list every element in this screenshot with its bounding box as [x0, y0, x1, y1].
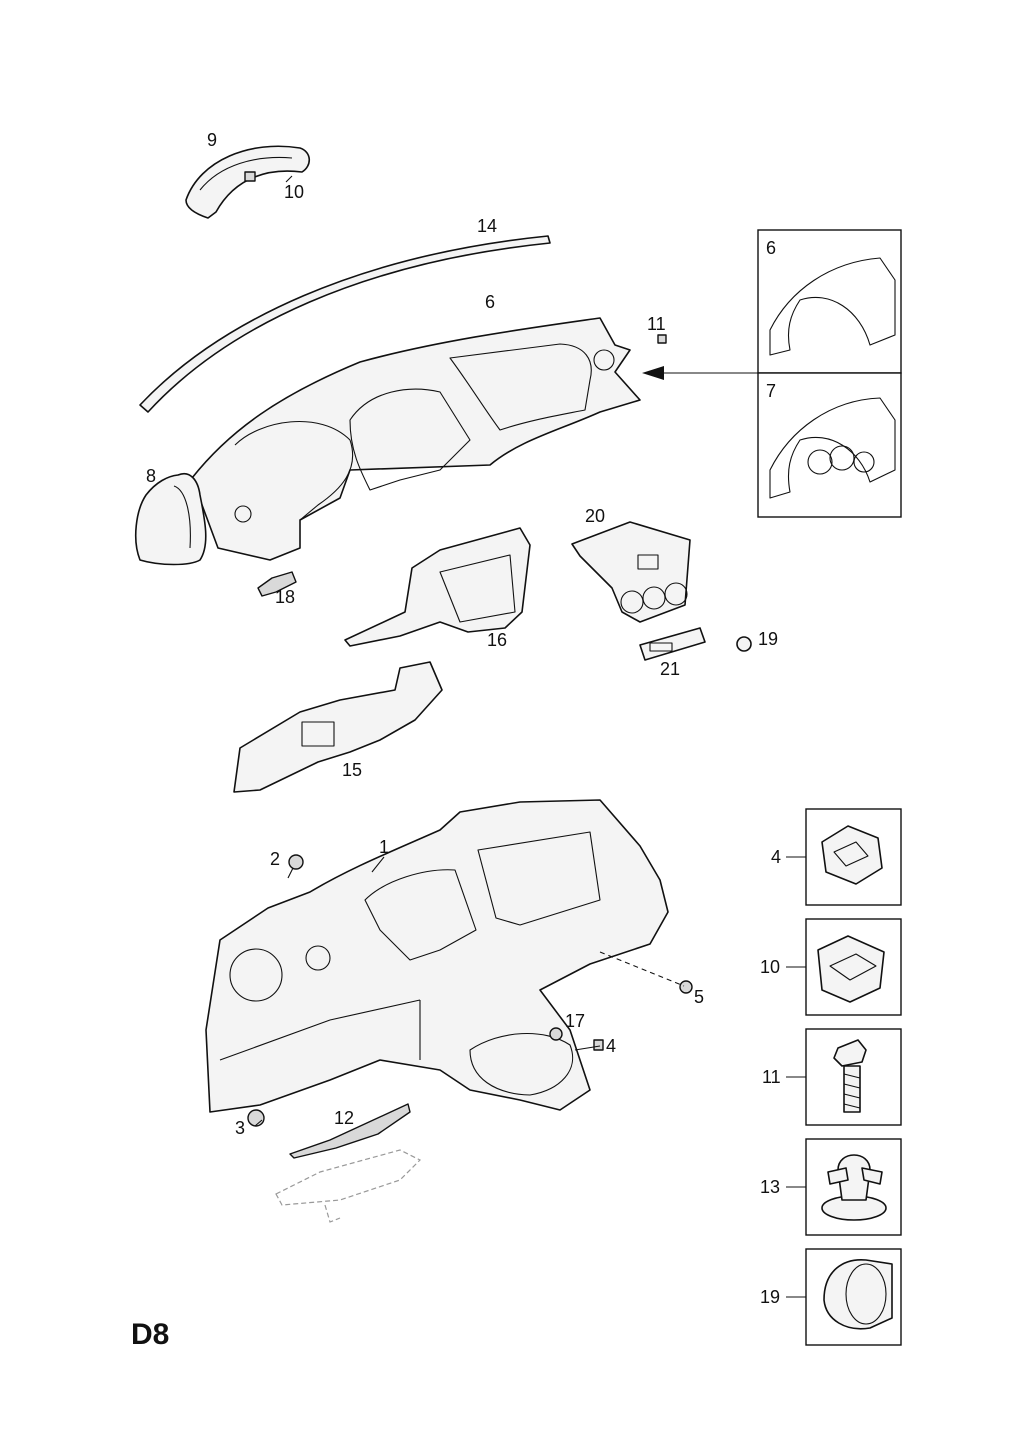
- part-11-bolt-small: [657, 334, 667, 344]
- callout-5: 5: [694, 987, 704, 1007]
- part-2-bolt: [287, 854, 304, 879]
- detail-arrow: [642, 366, 758, 380]
- leader-lines: [254, 175, 806, 1298]
- part-14-defroster-strip: [139, 235, 551, 413]
- callout-21: 21: [660, 659, 680, 679]
- detail-label-19: 19: [760, 1287, 780, 1307]
- part-17-screw: [549, 1027, 563, 1041]
- callout-3: 3: [235, 1118, 245, 1138]
- part-16-center-trim: [344, 527, 531, 647]
- callout-18: 18: [275, 587, 295, 607]
- part-15-knee-bolster: [233, 661, 443, 793]
- part-12-lower-bracket: [275, 1103, 422, 1223]
- part-1-dash-carrier: [205, 799, 669, 1113]
- page-code: D8: [131, 1318, 170, 1351]
- part-4-clip: [593, 1039, 604, 1051]
- part-19-grommet-small: [736, 636, 752, 652]
- detail-label-13: 13: [760, 1177, 780, 1197]
- callout-16: 16: [487, 630, 507, 650]
- part-8-end-trim: [134, 473, 207, 566]
- callout-6: 6: [485, 292, 495, 312]
- part-10-clip-small: [244, 171, 256, 182]
- callout-2: 2: [270, 849, 280, 869]
- part-5-screw: [679, 980, 693, 994]
- detail-label-11: 11: [762, 1067, 781, 1087]
- part-21-switch-panel: [639, 627, 706, 661]
- callout-4: 4: [606, 1036, 616, 1056]
- detail-label-10: 10: [760, 957, 780, 977]
- callout-15: 15: [342, 760, 362, 780]
- lower-detail-panel: [805, 808, 902, 1346]
- part-18-bracket: [257, 571, 297, 597]
- part-9-column-cover: [185, 145, 311, 219]
- detail-box-7: [757, 372, 902, 518]
- callout-17: 17: [565, 1011, 585, 1031]
- upper-detail-panel: [757, 229, 902, 518]
- detail-label-7: 7: [766, 381, 776, 401]
- callout-10: 10: [284, 182, 304, 202]
- detail-label-4: 4: [771, 847, 781, 867]
- callout-8: 8: [146, 466, 156, 486]
- callout-19: 19: [758, 629, 778, 649]
- part-20-center-bezel: [571, 521, 691, 623]
- callout-labels: 9 10 14 6 11 8 18 20 16 19 21 15 1 2 5 1…: [146, 130, 781, 1307]
- callout-1: 1: [379, 837, 389, 857]
- callout-11: 11: [647, 314, 666, 334]
- callout-14: 14: [477, 216, 497, 236]
- part-6-upper-dash-panel: [191, 317, 641, 561]
- callout-9: 9: [207, 130, 217, 150]
- detail-box-6: [757, 229, 902, 374]
- callout-12: 12: [334, 1108, 354, 1128]
- part-3-nut: [247, 1109, 265, 1127]
- callout-20: 20: [585, 506, 605, 526]
- detail-label-6: 6: [766, 238, 776, 258]
